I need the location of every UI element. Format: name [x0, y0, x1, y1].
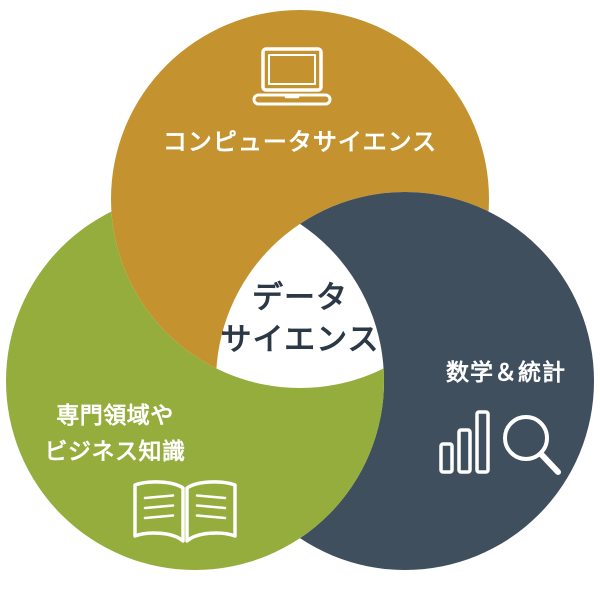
- domain-business-label-line1: 専門領域や: [56, 403, 174, 429]
- open-book-strokes: [133, 480, 237, 543]
- domain-business-label: 専門領域や ビジネス知識: [15, 398, 215, 470]
- bar-chart-magnifier-icon: [439, 410, 561, 475]
- domain-business-segment: [6, 192, 384, 570]
- center-title-line1: データ: [252, 280, 348, 316]
- bar-chart-magnifier-strokes: [439, 410, 561, 475]
- math-statistics-label: 数学＆統計: [446, 360, 566, 386]
- domain-business-label-line2: ビジネス知識: [44, 439, 186, 465]
- center-title: データ サイエンス: [150, 277, 450, 361]
- laptop-icon: [252, 47, 332, 106]
- computer-science-label: コンピュータサイエンス: [162, 128, 438, 156]
- center-title-line2: サイエンス: [220, 322, 380, 358]
- open-book-icon: [133, 480, 237, 543]
- laptop-icon-strokes: [252, 47, 332, 106]
